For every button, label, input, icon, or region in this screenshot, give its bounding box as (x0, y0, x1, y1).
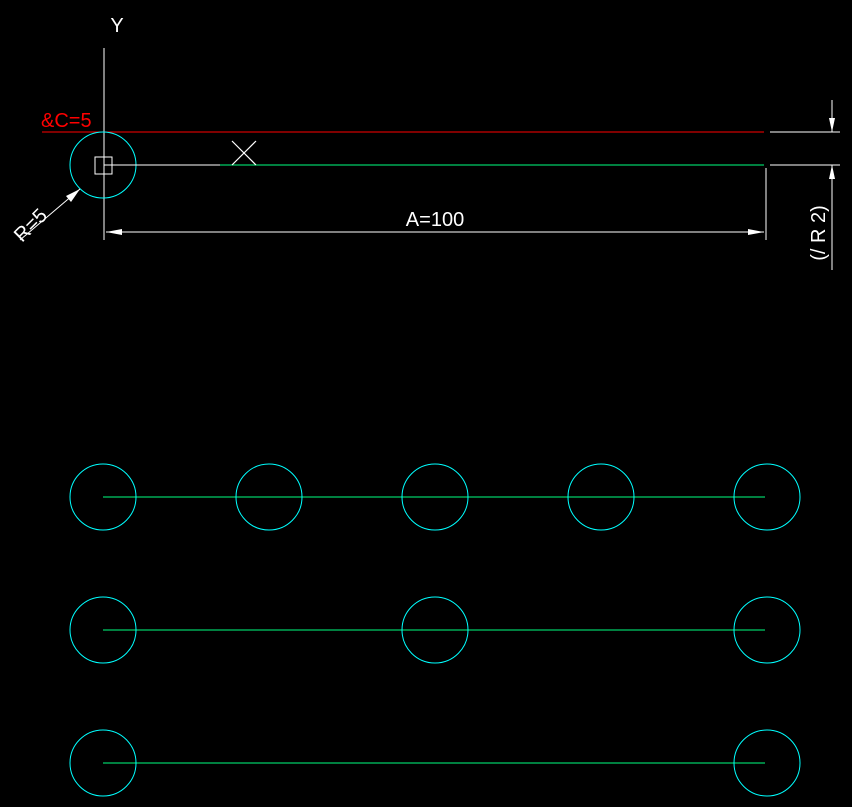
hole-circle (733, 463, 801, 531)
reference-construction: Y &C=5 R=5 A=100 (10, 15, 840, 270)
radius-leader (19, 188, 81, 241)
pattern-row-five-holes (69, 463, 801, 531)
offset-label: &C=5 (41, 110, 92, 132)
length-dimension (106, 168, 767, 240)
radius-label: R=5 (10, 205, 52, 247)
hole-circle (733, 596, 801, 664)
pattern-row-three-holes (69, 596, 801, 664)
hole-circle (401, 596, 469, 664)
y-axis-label: Y (110, 15, 123, 37)
hole-circle (69, 729, 137, 797)
hole-circle (69, 596, 137, 664)
hole-circle (69, 463, 137, 531)
hole-circle (733, 729, 801, 797)
cross-marker (231, 140, 257, 166)
hole-circle (401, 463, 469, 531)
hole-circle (235, 463, 303, 531)
vertical-dimension (770, 100, 840, 270)
hole-circle (567, 463, 635, 531)
length-label: A=100 (406, 209, 464, 231)
hole-patterns (69, 463, 801, 797)
vertical-dim-label: (/ R 2) (808, 205, 830, 261)
pattern-row-two-holes (69, 729, 801, 797)
